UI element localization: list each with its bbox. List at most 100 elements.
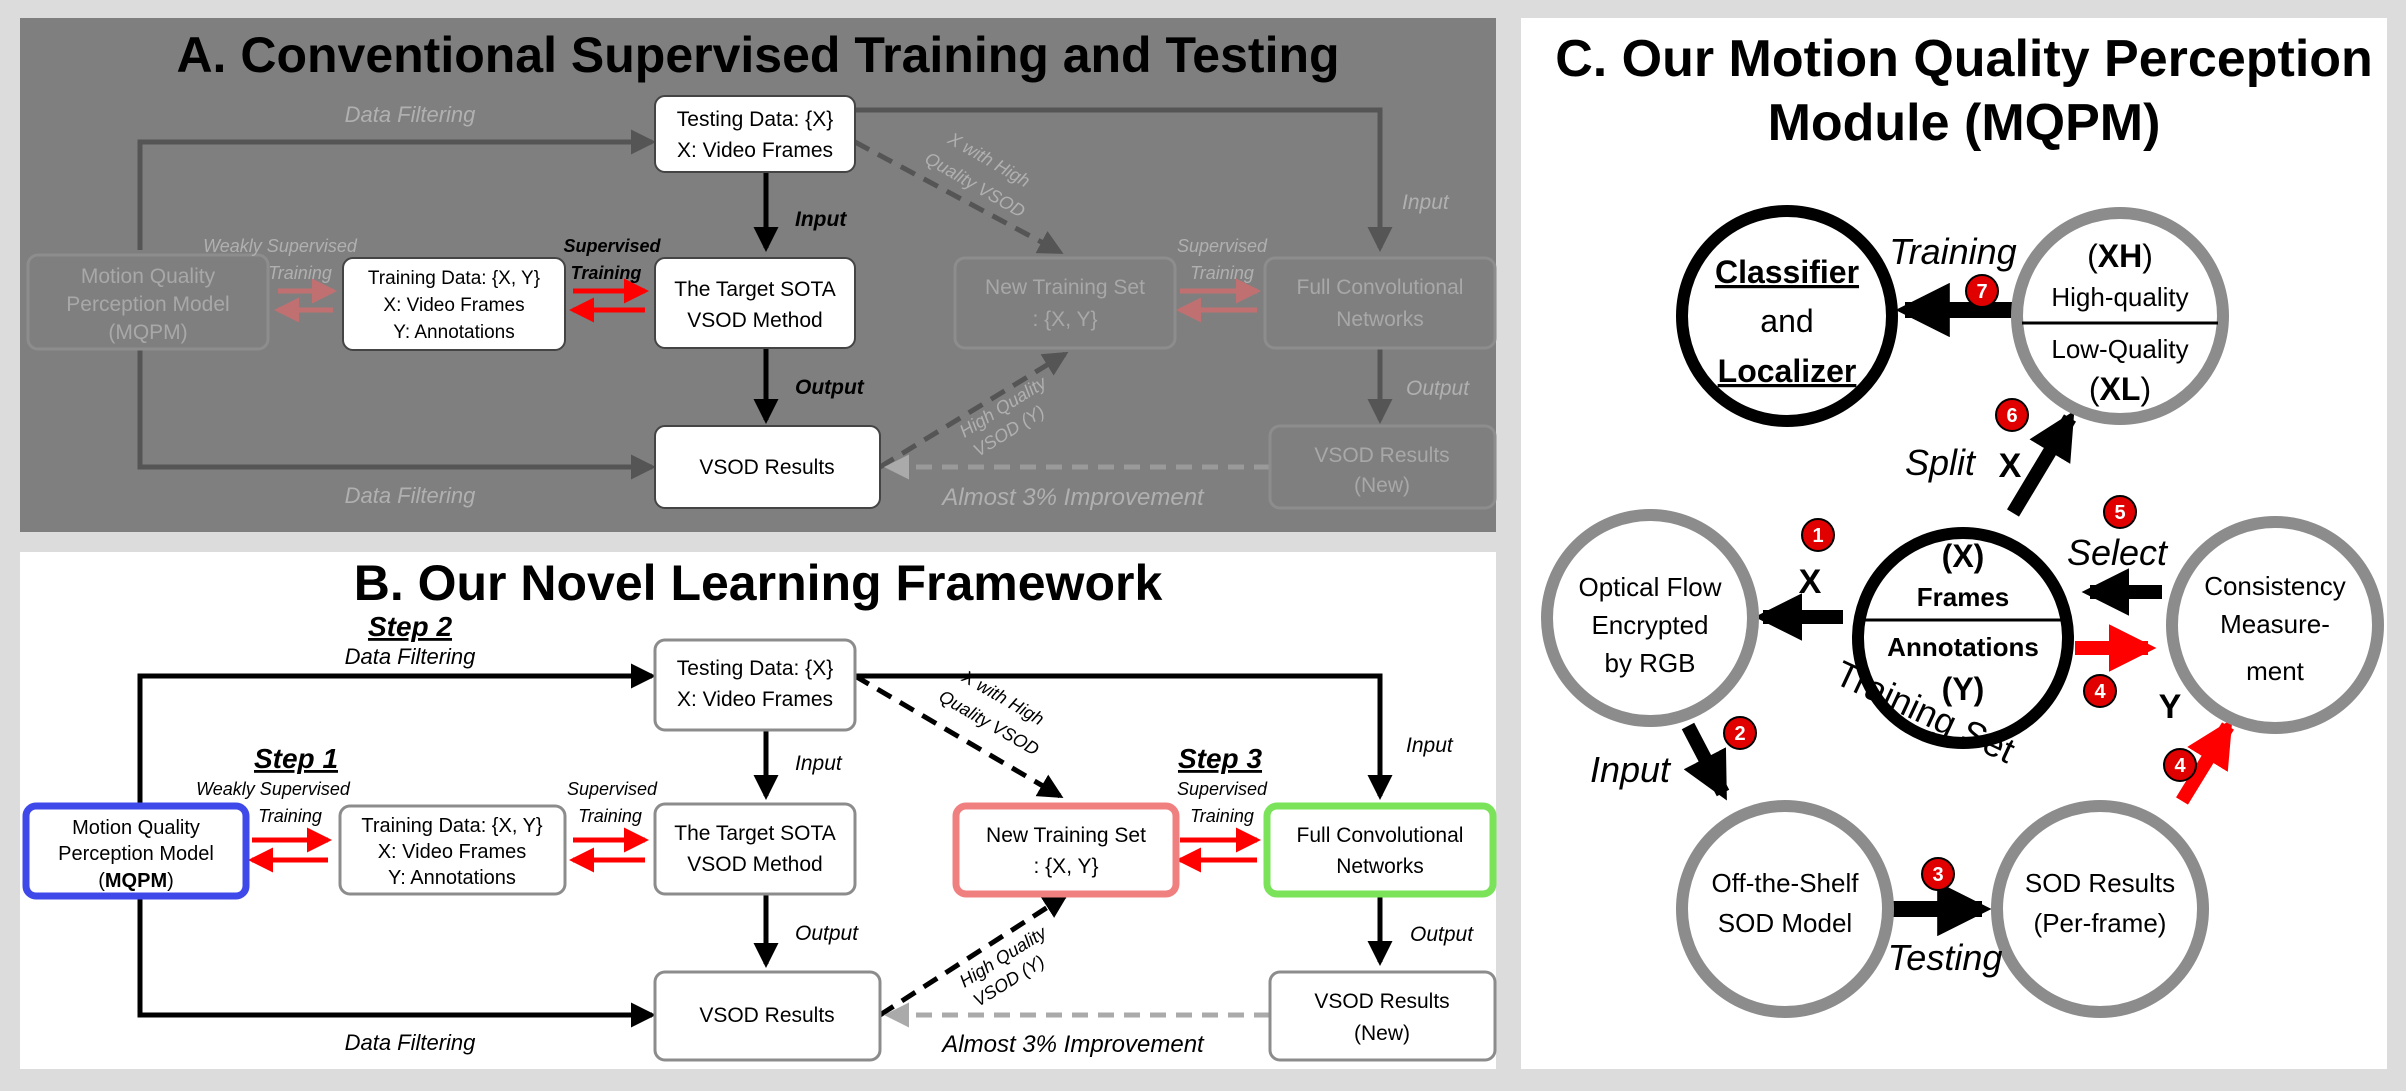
c-xl: (XL) — [2089, 371, 2151, 407]
svg-text:2: 2 — [1734, 723, 1745, 745]
panel-b: B. Our Novel Learning Framework Step 2 S… — [20, 552, 1497, 1069]
b-box-new-set-l1: New Training Set — [986, 824, 1146, 847]
a-box-target-l2: VSOD Method — [687, 309, 822, 332]
b-box-new-set — [952, 802, 1180, 898]
b-label-training-right: Training — [1190, 806, 1254, 826]
a-box-fcn — [1263, 256, 1497, 350]
b-box-mqpm-l3: (MQPM) — [98, 870, 174, 892]
a-label-supervised-right: Supervised — [1177, 236, 1268, 256]
a-box-testing — [654, 95, 856, 173]
a-line-filter-bottom — [137, 350, 657, 480]
a-box-mqpm-l3: (MQPM) — [108, 321, 187, 344]
b-box-mqpm-l1: Motion Quality — [72, 817, 200, 839]
a-box-target-l1: The Target SOTA — [674, 278, 835, 301]
svg-text:4: 4 — [2094, 681, 2106, 703]
b-box-results-new-l2: (New) — [1354, 1022, 1410, 1045]
c-circle-sod — [1991, 800, 2209, 1018]
a-box-fcn-l2: Networks — [1336, 308, 1424, 331]
b-label-filter-top: Data Filtering — [345, 644, 477, 669]
b-box-testing-l1: Testing Data: {X} — [677, 657, 833, 680]
c-annotations: Annotations — [1887, 632, 2039, 662]
a-box-training — [342, 257, 566, 351]
c-label-training: Training — [1889, 231, 2016, 272]
c-badge-7: 7 — [1965, 274, 1999, 308]
c-circle-classifier — [1676, 205, 1898, 427]
b-box-results — [653, 970, 882, 1062]
c-arrow-4b — [2176, 718, 2234, 805]
panel-a-title: A. Conventional Supervised Training and … — [176, 27, 1339, 83]
panel-c: C. Our Motion Quality Perception Module … — [1521, 18, 2387, 1069]
b-line-high-q — [878, 893, 1069, 1018]
a-box-mqpm — [26, 253, 270, 351]
c-circle-optical — [1541, 509, 1759, 727]
a-box-training-l2: X: Video Frames — [383, 295, 524, 316]
c-circle-center — [1852, 527, 2074, 749]
c-label-testing: Testing — [1888, 937, 2003, 978]
a-box-results-new — [1268, 424, 1497, 510]
c-offshelf-l1: Off-the-Shelf — [1712, 868, 1860, 898]
c-center-x: (X) — [1942, 538, 1985, 574]
a-label-weakly: Weakly Supervised — [203, 236, 358, 256]
a-label-weakly-training: Training — [268, 263, 332, 283]
c-badge-4b: 4 — [2163, 748, 2197, 782]
svg-text:4: 4 — [2174, 755, 2186, 777]
a-box-training-l1: Training Data: {X, Y} — [368, 268, 540, 289]
b-box-results-new — [1268, 970, 1497, 1062]
a-label-output-right: Output — [1406, 377, 1470, 400]
c-circle-split — [2011, 207, 2229, 425]
a-label-filter-top: Data Filtering — [345, 102, 477, 127]
c-sod-l2: (Per-frame) — [2034, 908, 2167, 938]
b-line-input-right — [855, 673, 1393, 801]
b-box-mqpm-l2: Perception Model — [58, 843, 214, 865]
a-label-output: Output — [795, 376, 865, 399]
b-label-input: Input — [795, 752, 843, 775]
svg-text:3: 3 — [1932, 864, 1943, 886]
c-center-y: (Y) — [1942, 671, 1985, 707]
c-optical-l1: Optical Flow — [1578, 572, 1721, 602]
b-box-training-l3: Y: Annotations — [388, 867, 516, 889]
a-label-input-right: Input — [1402, 191, 1450, 214]
c-badge-1: 1 — [1801, 518, 1835, 552]
c-xh: (XH) — [2087, 238, 2153, 274]
svg-text:6: 6 — [2006, 405, 2017, 427]
a-box-new-set-l2: : {X, Y} — [1033, 308, 1098, 331]
panel-c-title-2: Module (MQPM) — [1768, 94, 2161, 152]
svg-text:1: 1 — [1812, 525, 1823, 547]
b-box-target-l2: VSOD Method — [687, 853, 822, 876]
a-box-testing-l2: X: Video Frames — [677, 139, 833, 162]
c-low-quality: Low-Quality — [2051, 334, 2188, 364]
b-step-3: Step 3 — [1178, 743, 1262, 774]
c-classifier: Classifier — [1715, 254, 1859, 290]
panel-c-title-1: C. Our Motion Quality Perception — [1555, 30, 2373, 88]
c-consistency-l1: Consistency — [2204, 571, 2346, 601]
c-arrow-6 — [2006, 410, 2077, 517]
b-label-filter-bottom: Data Filtering — [345, 1030, 477, 1055]
c-label-y: Y — [2159, 688, 2182, 726]
a-box-mqpm-l1: Motion Quality — [81, 265, 216, 288]
b-line-filter-top — [137, 663, 657, 808]
b-box-target-l1: The Target SOTA — [674, 822, 835, 845]
b-label-supervised-right: Supervised — [1177, 779, 1268, 799]
b-box-training — [338, 804, 567, 896]
a-label-input: Input — [795, 208, 847, 231]
b-label-output-right: Output — [1410, 923, 1474, 946]
c-sod-l1: SOD Results — [2025, 868, 2175, 898]
c-badge-6: 6 — [1995, 398, 2029, 432]
c-offshelf-l2: SOD Model — [1718, 908, 1852, 938]
a-box-results-new-l2: (New) — [1354, 474, 1410, 497]
b-box-training-l1: Training Data: {X, Y} — [361, 815, 543, 837]
c-badge-2: 2 — [1723, 716, 1757, 750]
c-label-split-x: X — [1999, 447, 2022, 485]
b-box-new-set-l2: : {X, Y} — [1034, 855, 1099, 878]
c-optical-l3: by RGB — [1604, 648, 1695, 678]
b-box-target — [653, 802, 857, 896]
c-label-x: X — [1799, 563, 1822, 601]
a-box-testing-l1: Testing Data: {X} — [677, 108, 833, 131]
a-box-new-set-l1: New Training Set — [985, 276, 1145, 299]
b-box-fcn-l1: Full Convolutional — [1297, 824, 1464, 847]
a-label-supervised: Supervised — [563, 236, 661, 256]
b-label-supervised-training: Training — [578, 806, 642, 826]
c-and: and — [1760, 303, 1813, 339]
a-box-results-new-l1: VSOD Results — [1314, 444, 1449, 467]
a-box-results-l1: VSOD Results — [699, 456, 834, 479]
